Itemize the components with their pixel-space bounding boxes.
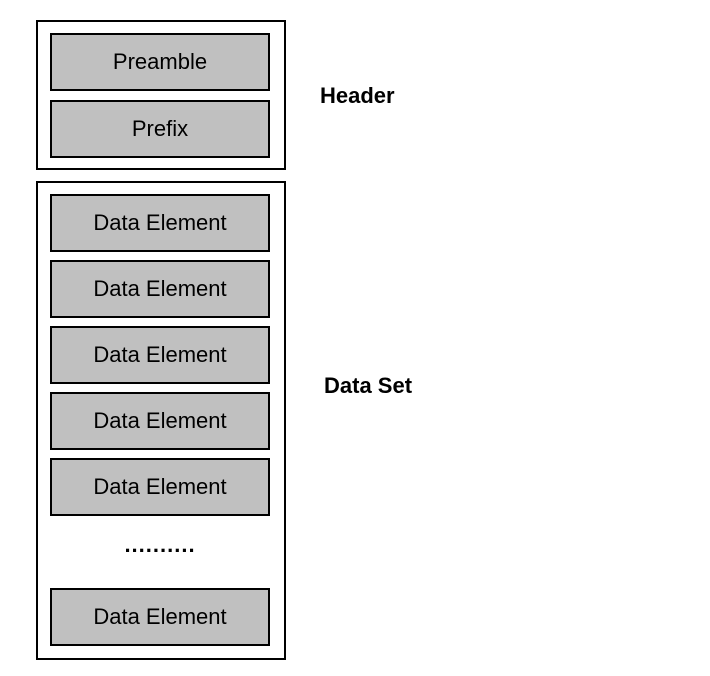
last-data-element-box: Data Element [50, 588, 270, 646]
continuation-ellipsis: .......... [124, 532, 196, 557]
data-element-box: Data Element [50, 326, 270, 384]
data-element-box: Data Element [50, 194, 270, 252]
header-group: Preamble Prefix [36, 20, 286, 170]
prefix-box: Prefix [50, 100, 270, 158]
data-element-box: Data Element [50, 458, 270, 516]
data-set-group: Data Element Data Element Data Element D… [36, 181, 286, 660]
header-label: Header [320, 83, 395, 108]
data-element-box: Data Element [50, 260, 270, 318]
data-element-box: Data Element [50, 392, 270, 450]
preamble-box: Preamble [50, 33, 270, 91]
data-set-label: Data Set [324, 373, 413, 398]
